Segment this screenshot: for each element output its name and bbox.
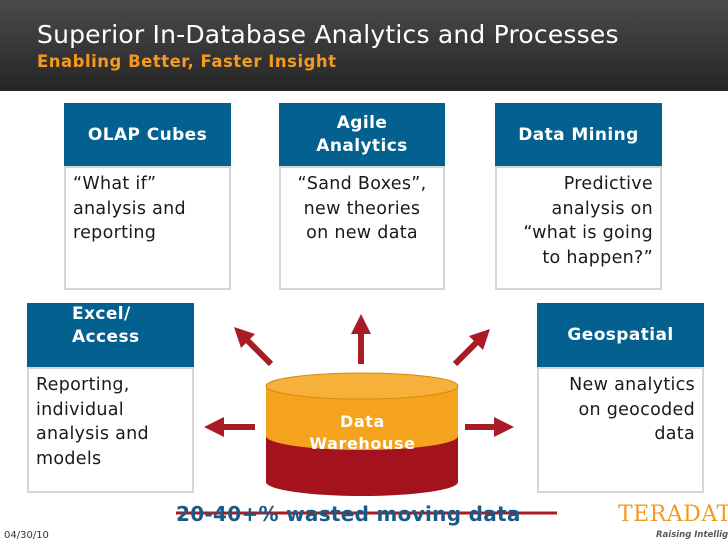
card-body: “Sand Boxes”, new theories on new data xyxy=(279,166,445,290)
card-agile-analytics: Agile Analytics “Sand Boxes”, new theori… xyxy=(279,103,445,290)
card-title: Agile Analytics xyxy=(279,103,445,166)
card-excel-access: Excel/ Access Reporting, individual anal… xyxy=(27,303,194,493)
card-body: New analytics on geocoded data xyxy=(537,367,704,493)
arrow-up xyxy=(351,314,371,364)
logo-tagline: Raising Intelligence xyxy=(656,530,728,540)
card-body: Predictive analysis on “what is going to… xyxy=(495,166,662,290)
card-title: OLAP Cubes xyxy=(64,103,231,166)
card-title: Geospatial xyxy=(537,303,704,367)
teradata-logo: TERADATA Raising Intelligence xyxy=(614,502,724,546)
arrow-left xyxy=(204,417,255,437)
footer-date: 04/30/10 xyxy=(4,530,49,541)
card-olap-cubes: OLAP Cubes “What if” analysis and report… xyxy=(64,103,231,290)
card-geospatial: Geospatial New analytics on geocoded dat… xyxy=(537,303,704,493)
arrow-right xyxy=(465,417,514,437)
logo-wordmark: TERADATA xyxy=(618,502,728,527)
arrow-up-right xyxy=(455,329,490,364)
arrow-up-left xyxy=(234,327,271,364)
card-body: Reporting, individual analysis and model… xyxy=(27,367,194,493)
card-title: Data Mining xyxy=(495,103,662,166)
data-warehouse-label: Data Warehouse xyxy=(265,411,460,455)
card-title: Excel/ Access xyxy=(27,303,194,367)
wasted-data-note: 20-40+% wasted moving data xyxy=(176,502,521,526)
card-data-mining: Data Mining Predictive analysis on “what… xyxy=(495,103,662,290)
card-body: “What if” analysis and reporting xyxy=(64,166,231,290)
